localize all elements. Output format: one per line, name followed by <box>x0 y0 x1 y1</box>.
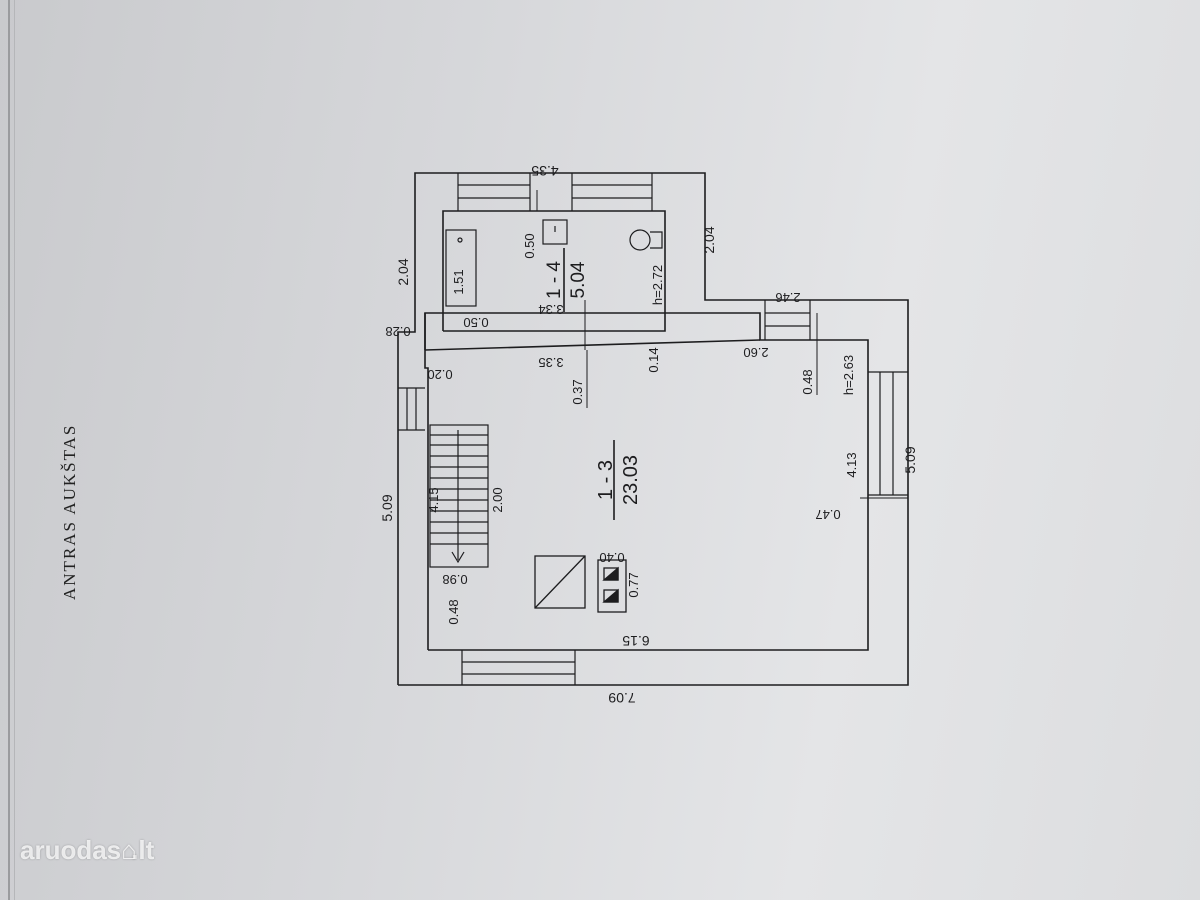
outer-wall <box>397 172 909 686</box>
logo-tld: .lt <box>131 835 155 865</box>
window-top-right <box>571 173 653 211</box>
room-1-4-area: 5.04 <box>568 261 589 298</box>
dim-0-40: 0.40 <box>599 550 624 565</box>
bathroom-fixtures <box>445 219 663 307</box>
room-1-3-id: 1 - 3 <box>595 460 617 500</box>
windows <box>398 173 908 685</box>
window-right <box>868 371 908 496</box>
partition-wall <box>424 339 761 351</box>
chimney <box>534 555 627 613</box>
dim-3-34: 3.34 <box>538 302 563 317</box>
dim-0-48-right: 0.48 <box>800 369 815 394</box>
dim-0-28: 0.28 <box>385 324 410 339</box>
dim-0-20: 0.20 <box>427 367 452 382</box>
dim-0-50-side: 0.50 <box>463 315 488 330</box>
dim-2-60: 2.60 <box>743 345 768 360</box>
room-1-4-id: 1 - 4 <box>544 261 565 299</box>
logo-brand: aruodas <box>20 835 122 865</box>
dim-top-width: 4.35 <box>531 163 558 179</box>
height-room-1-3: h=2.63 <box>841 355 856 395</box>
dim-0-98: 0.98 <box>442 572 467 587</box>
dim-0-14: 0.14 <box>646 347 661 372</box>
main-room-inner-wall <box>424 312 869 651</box>
dim-left-total: 5.09 <box>379 494 395 521</box>
dim-4-13: 4.13 <box>844 452 859 477</box>
staircase <box>429 424 489 568</box>
dim-left-upper: 2.04 <box>395 258 411 285</box>
dim-right-total: 5.09 <box>902 446 918 473</box>
window-bottom <box>461 650 576 685</box>
height-room-1-4: h=2.72 <box>650 265 665 305</box>
dim-0-77: 0.77 <box>626 572 641 597</box>
dim-0-50-top: 0.50 <box>522 233 537 258</box>
dimension-lines <box>461 190 908 685</box>
dim-bottom-width: 7.09 <box>608 690 635 706</box>
bathtub <box>445 229 477 307</box>
dim-1-51: 1.51 <box>451 269 466 294</box>
window-left <box>398 387 425 431</box>
upper-room-inner-wall <box>442 210 666 332</box>
window-right-step <box>764 300 811 340</box>
dim-0-47: 0.47 <box>815 507 840 522</box>
dim-3-35: 3.35 <box>538 355 563 370</box>
paper-edge-inner <box>14 0 15 900</box>
walls <box>397 172 909 686</box>
dim-2-00: 2.00 <box>490 487 505 512</box>
toilet <box>629 229 663 251</box>
dim-0-37: 0.37 <box>570 379 585 404</box>
window-top-left <box>457 173 531 211</box>
dim-2-46: 2.46 <box>775 290 800 305</box>
logo-house-icon: ⌂ <box>121 835 137 865</box>
sink <box>542 219 568 245</box>
paper-edge <box>8 0 10 900</box>
dim-4-15: 4.15 <box>426 487 441 512</box>
labels: 1 - 3 23.03 1 - 4 5.04 h=2.72 h=2.63 4.3… <box>379 163 918 706</box>
aruodas-logo: aruodas⌂.lt <box>20 835 154 866</box>
dim-inner-bottom: 6.15 <box>622 633 649 649</box>
room-1-3-area: 23.03 <box>620 455 642 505</box>
dim-right-upper: 2.04 <box>701 226 717 253</box>
dim-0-48-left: 0.48 <box>446 599 461 624</box>
